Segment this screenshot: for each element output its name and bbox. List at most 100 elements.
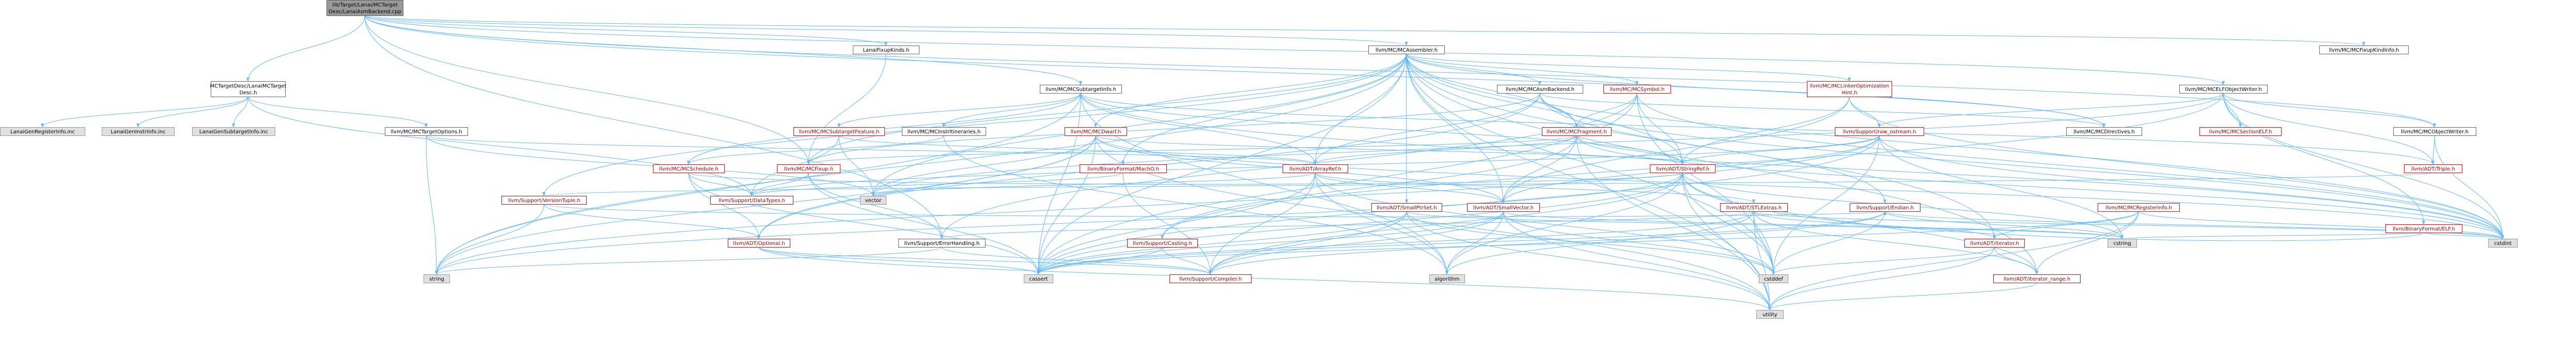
edge-mcAsmBackend-to-adtArrayRef xyxy=(1314,93,1540,165)
node-cstring: cstring xyxy=(2107,239,2137,248)
edge-adtStringRef-to-cassert xyxy=(1037,172,1683,275)
node-mcAssembler[interactable]: llvm/MC/MCAssembler.h xyxy=(1368,45,1445,54)
node-mcInstrItineraries[interactable]: llvm/MC/MCInstrItineraries.h xyxy=(902,127,986,136)
node-box-cassert xyxy=(1024,274,1053,283)
edge-adtArrayRef-to-algorithm xyxy=(1315,172,1448,275)
node-supportEndian[interactable]: llvm/Support/Endian.h xyxy=(1850,203,1921,212)
edge-adtOptional-to-cassert xyxy=(758,246,1040,275)
node-binaryFormatMachO[interactable]: llvm/BinaryFormat/MachO.h xyxy=(1080,164,1167,173)
node-label-mcInstrItineraries: llvm/MC/MCInstrItineraries.h xyxy=(908,129,981,135)
edge-root-to-mcSubtargetInfo xyxy=(364,15,1082,85)
edge-mcAsmBackend-to-cstdint xyxy=(1539,93,2504,239)
node-supportCasting[interactable]: llvm/Support/Casting.h xyxy=(1127,239,1198,248)
node-mcDirectives[interactable]: llvm/MC/MCDirectives.h xyxy=(2066,127,2142,136)
edge-root-to-lanaiMCTargetDesc xyxy=(246,15,365,82)
node-label-binaryFormatMachO: llvm/BinaryFormat/MachO.h xyxy=(1087,166,1159,172)
node-box-mcFixup xyxy=(777,164,840,173)
edge-mcAsmBackend-to-mcDirectives xyxy=(1539,93,2105,128)
node-box-utility xyxy=(1756,310,1784,319)
node-label-mcAsmBackend: llvm/MC/MCAsmBackend.h xyxy=(1506,87,1574,93)
node-label-root: Desc/LanaiAsmBackend.cpp xyxy=(329,9,401,15)
edge-root-to-mcFixupKindInfo xyxy=(364,15,2365,46)
node-mcDwarf[interactable]: llvm/MC/MCDwarf.h xyxy=(1065,127,1127,136)
node-adtIterator[interactable]: llvm/ADT/iterator.h xyxy=(1964,239,2025,248)
edge-mcELFObjectWriter-to-supportRawOstream xyxy=(1878,93,2224,128)
node-box-supportEndian xyxy=(1850,203,1921,212)
node-box-mcAsmBackend xyxy=(1497,85,1583,94)
node-label-vector: vector xyxy=(865,198,882,204)
node-supportCompiler[interactable]: llvm/Support/Compiler.h xyxy=(1169,274,1252,283)
node-mcFixupKindInfo[interactable]: llvm/MC/MCFixupKindInfo.h xyxy=(2319,45,2409,54)
node-label-mcFragment: llvm/MC/MCFragment.h xyxy=(1547,129,1606,135)
node-box-mcLinkerOpt xyxy=(1807,81,1892,97)
node-string: string xyxy=(424,274,450,283)
node-adtArrayRef[interactable]: llvm/ADT/ArrayRef.h xyxy=(1283,164,1348,173)
node-mcAsmBackend[interactable]: llvm/MC/MCAsmBackend.h xyxy=(1497,85,1583,94)
node-adtTriple[interactable]: llvm/ADT/Triple.h xyxy=(2404,164,2462,173)
node-supportRawOstream[interactable]: llvm/Support/raw_ostream.h xyxy=(1835,127,1924,136)
edge-mcFragment-to-adtArrayRef xyxy=(1314,135,1577,165)
node-label-utility: utility xyxy=(1762,312,1777,318)
node-supportErrorHandling[interactable]: llvm/Support/ErrorHandling.h xyxy=(898,239,986,248)
node-adtIteratorRange[interactable]: llvm/ADT/iterator_range.h xyxy=(1993,274,2081,283)
node-box-supportCasting xyxy=(1127,239,1198,248)
edge-mcObjectWriter-to-cstdint xyxy=(2434,135,2504,239)
edge-adtSmallVector-to-cstddef xyxy=(1503,211,1775,275)
node-box-mcAssembler xyxy=(1368,45,1445,54)
node-root[interactable]: lib/Target/Lanai/MCTargetDesc/LanaiAsmBa… xyxy=(326,0,403,16)
node-lanaiFixupKinds[interactable]: LanaiFixupKinds.h xyxy=(853,45,919,54)
node-supportVersionTuple[interactable]: llvm/Support/VersionTuple.h xyxy=(502,196,587,205)
node-adtStringRef[interactable]: llvm/ADT/StringRef.h xyxy=(1650,164,1715,173)
node-label-binaryFormatELF: llvm/BinaryFormat/ELF.h xyxy=(2393,226,2455,232)
node-mcFixup[interactable]: llvm/MC/MCFixup.h xyxy=(777,164,840,173)
node-mcSubtargetFeature[interactable]: llvm/MC/MCSubtargetFeature.h xyxy=(793,127,885,136)
node-box-binaryFormatMachO xyxy=(1080,164,1167,173)
node-adtOptional[interactable]: llvm/ADT/Optional.h xyxy=(728,239,790,248)
edge-mcDwarf-to-string xyxy=(435,135,1096,275)
node-box-mcFixupKindInfo xyxy=(2319,45,2409,54)
edge-mcAssembler-to-supportVersionTuple xyxy=(542,53,1407,196)
node-mcELFObjectWriter[interactable]: llvm/MC/MCELFObjectWriter.h xyxy=(2179,85,2268,94)
node-adtSmallVector[interactable]: llvm/ADT/SmallVector.h xyxy=(1467,203,1540,212)
edge-adtArrayRef-to-supportCompiler xyxy=(1209,172,1316,275)
node-mcSectionELF[interactable]: llvm/MC/MCSectionELF.h xyxy=(2199,127,2282,136)
node-mcSubtargetInfo[interactable]: llvm/MC/MCSubtargetInfo.h xyxy=(1040,85,1122,94)
node-cstdint: cstdint xyxy=(2488,239,2518,248)
node-box-adtOptional xyxy=(728,239,790,248)
node-mcSchedule[interactable]: llvm/MC/MCSchedule.h xyxy=(653,164,725,173)
edge-lanaiFixupKinds-to-mcFixup xyxy=(807,53,886,165)
edge-mcSubtargetInfo-to-adtArrayRef xyxy=(1080,93,1317,165)
node-adtSTLExtras[interactable]: llvm/ADT/STLExtras.h xyxy=(1720,203,1788,212)
node-mcFragment[interactable]: llvm/MC/MCFragment.h xyxy=(1542,127,1612,136)
node-label-cassert: cassert xyxy=(1029,276,1048,282)
edge-adtIterator-to-utility xyxy=(1768,246,1995,311)
edge-mcSchedule-to-adtStringRef xyxy=(688,172,1684,184)
edge-adtSmallVector-to-supportCompiler xyxy=(1209,211,1504,275)
node-label-mcSectionELF: llvm/MC/MCSectionELF.h xyxy=(2209,129,2272,135)
edge-mcFixup-to-supportDataTypes xyxy=(750,172,809,196)
edge-mcRegisterInfo-to-adtIterator xyxy=(1993,211,2139,239)
node-box-supportCompiler xyxy=(1169,274,1252,283)
node-mcRegisterInfo[interactable]: llvm/MC/MCRegisterInfo.h xyxy=(2098,203,2180,212)
node-label-adtSmallVector: llvm/ADT/SmallVector.h xyxy=(1473,205,1534,211)
edge-adtSmallPtrSet-to-cassert xyxy=(1037,211,1407,275)
node-binaryFormatELF[interactable]: llvm/BinaryFormat/ELF.h xyxy=(2385,224,2462,233)
node-mcObjectWriter[interactable]: llvm/MC/MCObjectWriter.h xyxy=(2393,127,2476,136)
node-mcSymbol[interactable]: llvm/MC/MCSymbol.h xyxy=(1603,85,1671,94)
edge-binaryFormatMachO-to-supportCompiler xyxy=(1122,172,1212,275)
edge-supportEndian-to-cassert xyxy=(1037,211,1885,275)
edge-mcAssembler-to-mcDwarf xyxy=(1094,53,1407,128)
node-label-supportCasting: llvm/Support/Casting.h xyxy=(1133,241,1192,246)
node-label-cstring: cstring xyxy=(2113,241,2131,246)
node-mcTargetOptions[interactable]: llvm/MC/MCTargetOptions.h xyxy=(385,127,468,136)
edge-mcDwarf-to-cstdint xyxy=(1095,135,2504,239)
edge-mcAssembler-to-adtSmallVector xyxy=(1406,53,1505,204)
node-adtSmallPtrSet[interactable]: llvm/ADT/SmallPtrSet.h xyxy=(1371,203,1442,212)
node-algorithm: algorithm xyxy=(1429,274,1465,283)
node-supportDataTypes[interactable]: llvm/Support/DataTypes.h xyxy=(710,196,793,205)
node-label-lanaiFixupKinds: LanaiFixupKinds.h xyxy=(863,48,909,53)
node-box-mcSubtargetFeature xyxy=(793,127,885,136)
node-box-adtTriple xyxy=(2404,164,2462,173)
